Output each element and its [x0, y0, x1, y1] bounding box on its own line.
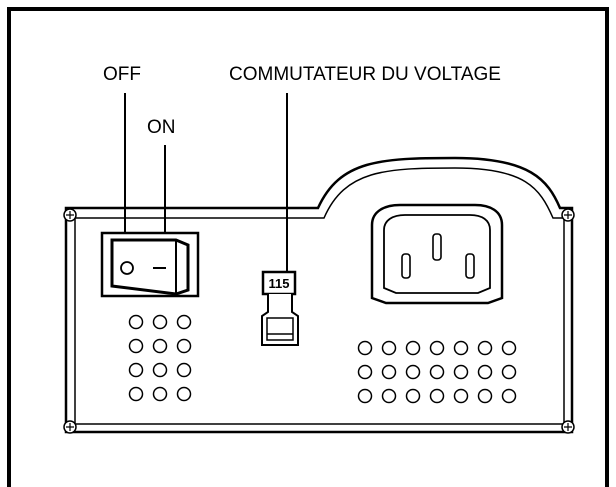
vent-hole [381, 388, 397, 404]
vent-hole [128, 314, 144, 330]
vent-hole [176, 386, 192, 402]
vent-hole [152, 338, 168, 354]
vent-hole [453, 340, 469, 356]
vent-hole [453, 364, 469, 380]
vent-holes-right [357, 340, 517, 404]
vent-hole [429, 388, 445, 404]
vent-hole [405, 364, 421, 380]
voltage-value-label: 115 [269, 276, 290, 291]
vent-hole [501, 364, 517, 380]
off-label: OFF [103, 64, 141, 85]
voltage-switch-label: COMMUTATEUR DU VOLTAGE [229, 64, 501, 85]
vent-hole [128, 362, 144, 378]
vent-hole [357, 388, 373, 404]
vent-hole [128, 338, 144, 354]
vent-hole [357, 340, 373, 356]
on-label: ON [147, 117, 176, 138]
vent-hole [176, 314, 192, 330]
vent-hole [381, 340, 397, 356]
inlet-pin-center [432, 233, 442, 261]
outer-frame [7, 7, 609, 487]
vent-hole [152, 362, 168, 378]
vent-hole [176, 338, 192, 354]
vent-hole [477, 340, 493, 356]
power-rocker-switch [100, 231, 200, 298]
vent-hole [176, 362, 192, 378]
vent-hole [405, 340, 421, 356]
panel-inner-outline [74, 167, 565, 425]
vent-hole [357, 364, 373, 380]
vent-hole [405, 388, 421, 404]
vent-hole [501, 340, 517, 356]
vent-hole [453, 388, 469, 404]
vent-hole [501, 388, 517, 404]
vent-hole [477, 364, 493, 380]
inlet-pin-right [465, 253, 475, 279]
vent-hole [152, 386, 168, 402]
screw-top-left [63, 208, 77, 222]
vent-hole [381, 364, 397, 380]
vent-hole [128, 386, 144, 402]
off-symbol-circle [120, 261, 134, 275]
screw-bottom-right [561, 420, 575, 434]
vent-hole [152, 314, 168, 330]
vent-hole [477, 388, 493, 404]
inlet-pin-left [401, 253, 411, 279]
vent-hole [429, 364, 445, 380]
screw-bottom-left [63, 420, 77, 434]
panel-outer-outline [64, 156, 574, 434]
vent-holes-left [128, 314, 192, 402]
vent-hole [429, 340, 445, 356]
power-inlet-socket [370, 203, 504, 305]
voltage-selector-switch: 115 [261, 270, 299, 346]
screw-top-right [561, 208, 575, 222]
